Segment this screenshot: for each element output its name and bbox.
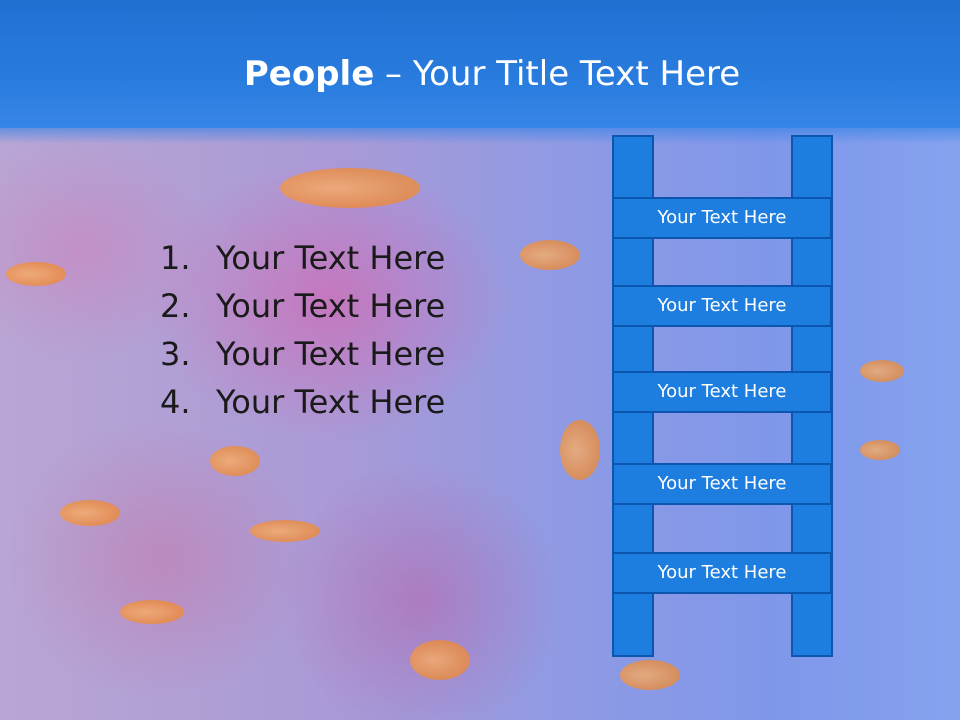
list-item-text: Your Text Here bbox=[216, 335, 446, 373]
list-item-number: 3. bbox=[160, 335, 191, 373]
ladder-rung-1: Your Text Here bbox=[612, 197, 832, 239]
list-item: 4. Your Text Here bbox=[160, 378, 445, 426]
fish-image bbox=[620, 660, 680, 690]
ladder-rung-2: Your Text Here bbox=[612, 285, 832, 327]
list-item: 2. Your Text Here bbox=[160, 282, 445, 330]
fish-image bbox=[860, 360, 904, 382]
list-item-text: Your Text Here bbox=[216, 383, 446, 421]
ladder-rung-3: Your Text Here bbox=[612, 371, 832, 413]
fish-image bbox=[210, 446, 260, 476]
slide-title: People – Your Title Text Here bbox=[0, 50, 960, 98]
fish-image bbox=[520, 240, 580, 270]
fish-image bbox=[60, 500, 120, 526]
numbered-list: 1. Your Text Here 2. Your Text Here 3. Your… bbox=[160, 234, 445, 426]
fish-image bbox=[560, 420, 600, 480]
list-item-number: 1. bbox=[160, 239, 191, 277]
list-item-text: Your Text Here bbox=[216, 239, 446, 277]
ladder-rung-5: Your Text Here bbox=[612, 552, 832, 594]
list-item-text: Your Text Here bbox=[216, 287, 446, 325]
fish-image bbox=[410, 640, 470, 680]
list-item: 1. Your Text Here bbox=[160, 234, 445, 282]
fish-image bbox=[120, 600, 184, 624]
slide-title-bold: People bbox=[243, 54, 375, 94]
title-bar bbox=[0, 0, 960, 128]
list-item-number: 4. bbox=[160, 383, 191, 421]
list-item: 3. Your Text Here bbox=[160, 330, 445, 378]
fish-image bbox=[250, 520, 320, 542]
slide-title-rest: – Your Title Text Here bbox=[374, 54, 741, 94]
ladder-rung-4: Your Text Here bbox=[612, 463, 832, 505]
list-item-number: 2. bbox=[160, 287, 191, 325]
fish-image bbox=[6, 262, 66, 286]
fish-image bbox=[860, 440, 900, 460]
fish-image bbox=[280, 168, 420, 208]
